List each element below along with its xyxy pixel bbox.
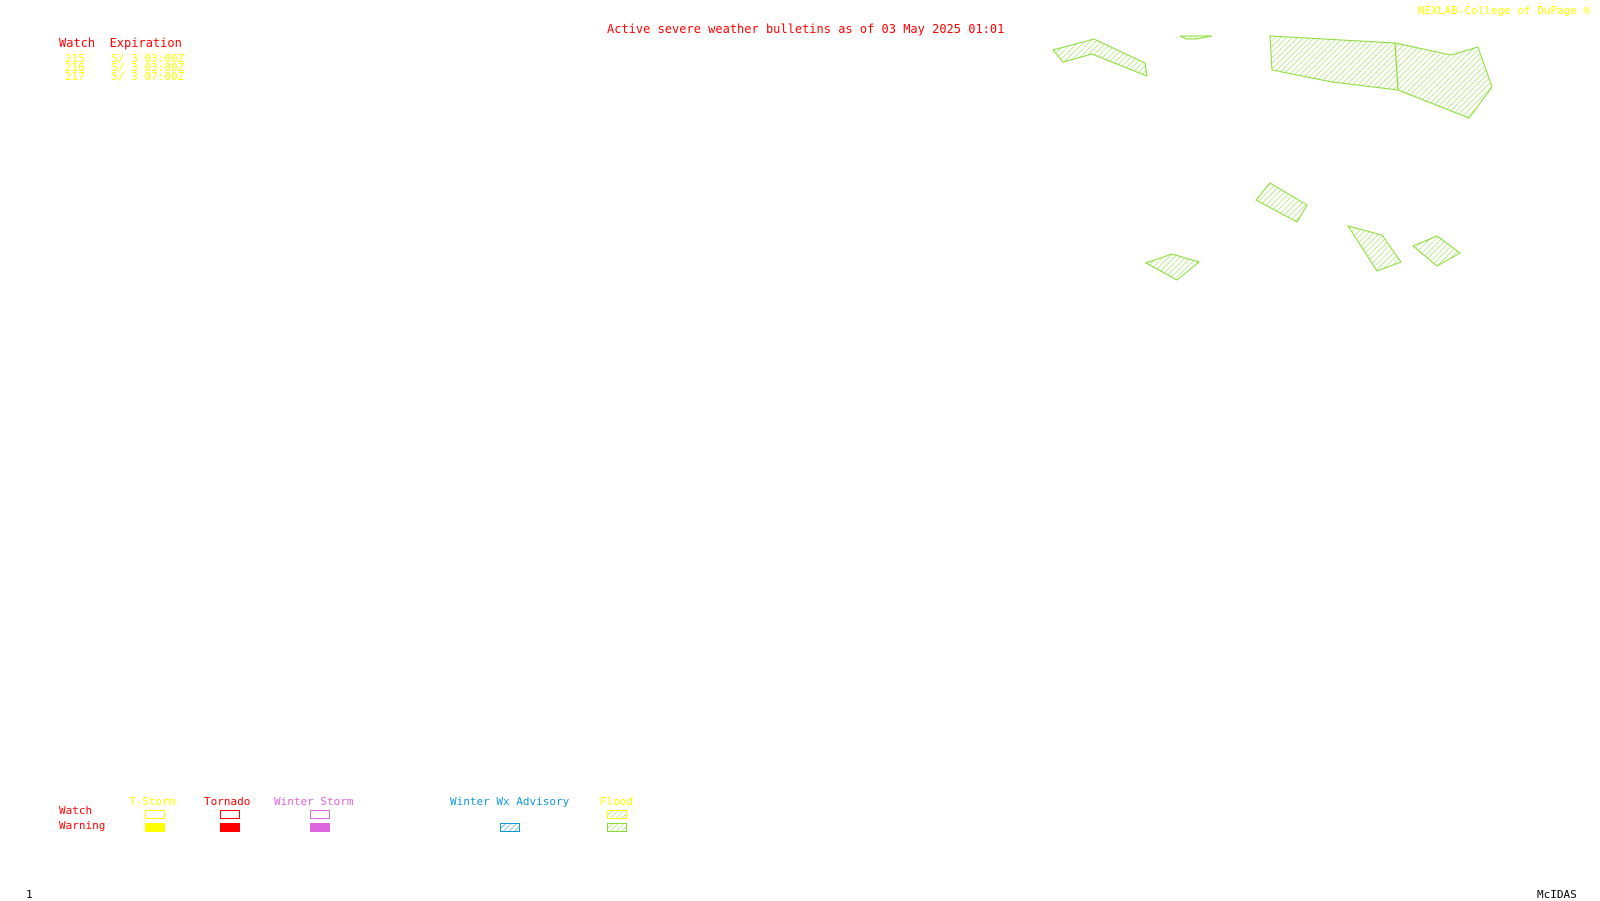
tornado-warning-swatch — [220, 823, 240, 832]
flood-warning-polygon — [1412, 235, 1461, 267]
credit-text: NEXLAB-College of DuPage ® — [1418, 4, 1591, 17]
frame-number: 1 — [26, 888, 33, 901]
winter-storm-watch-swatch — [310, 810, 330, 819]
watch-row: 215 5/ 3 03:00Z — [65, 52, 185, 65]
winter-advisory-swatch — [500, 823, 520, 832]
flood-warning-polygon — [1346, 225, 1402, 272]
flood-warning-polygon — [1255, 182, 1308, 223]
watch-expiration: 5/ 3 03:00Z — [111, 61, 185, 74]
watch-row: 216 5/ 3 03:00Z — [65, 61, 185, 74]
flood-warning-polygon — [1179, 35, 1213, 40]
flood-warning-polygon — [1269, 35, 1399, 91]
watch-id: 215 — [65, 52, 85, 65]
flood-warning-polygon — [1144, 253, 1201, 281]
tstorm-watch-swatch — [145, 810, 165, 819]
watch-expiration: 5/ 3 07:00Z — [111, 70, 185, 83]
legend-winter-advisory-label: Winter Wx Advisory — [450, 795, 570, 808]
watch-expiration: 5/ 3 03:00Z — [111, 52, 185, 65]
watch-id: 217 — [65, 70, 85, 83]
flood-warning-polygons — [1052, 35, 1493, 281]
software-label: McIDAS — [1537, 888, 1577, 901]
legend-warning-label: Warning — [59, 819, 106, 832]
flood-warning-polygon — [1394, 42, 1493, 119]
tstorm-warning-swatch — [145, 823, 165, 832]
legend-watch-label: Watch — [59, 804, 93, 817]
legend-flood-label: Flood — [600, 795, 634, 808]
watch-id: 216 — [65, 61, 85, 74]
winter-storm-warning-swatch — [310, 823, 330, 832]
watch-table-heading: Watch Expiration — [59, 36, 182, 50]
flood-warning-swatch — [607, 823, 627, 832]
flood-warning-polygon — [1052, 38, 1148, 77]
legend-tornado-label: Tornado — [204, 795, 251, 808]
legend-tstorm-label: T-Storm — [129, 795, 176, 808]
tornado-watch-swatch — [220, 810, 240, 819]
map-title: Active severe weather bulletins as of 03… — [607, 22, 1005, 36]
watch-row: 217 5/ 3 07:00Z — [65, 70, 185, 83]
flood-watch-swatch — [607, 810, 627, 819]
legend-winter-storm-label: Winter Storm — [274, 795, 354, 808]
